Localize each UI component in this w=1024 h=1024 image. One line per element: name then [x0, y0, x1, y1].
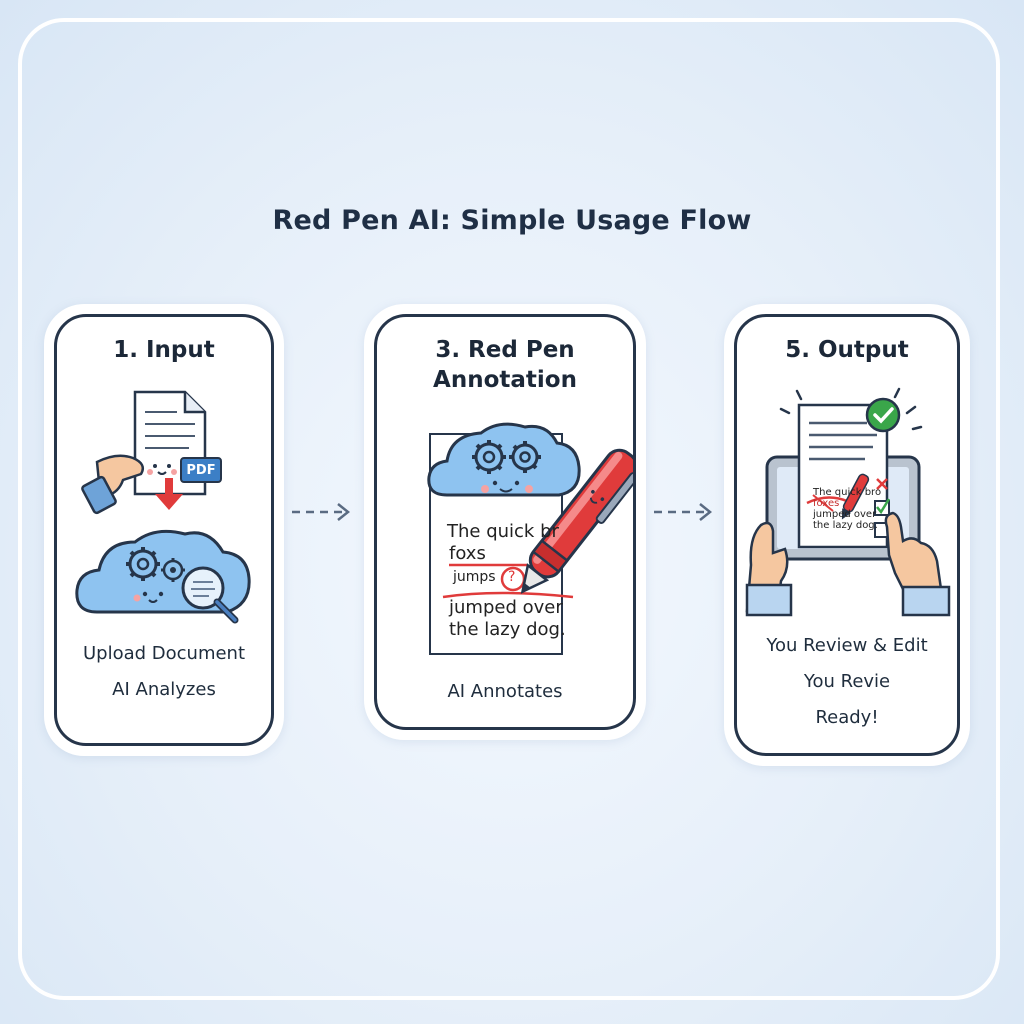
card-annotation-title-line1: 3. Red Pen: [435, 337, 575, 363]
check-circle-icon: [865, 397, 901, 433]
card-input-title: 1. Input: [113, 337, 215, 363]
doc-line-2: foxs: [449, 543, 486, 564]
caption-you-revie: You Revie: [803, 671, 891, 692]
outer-frame: [18, 18, 1000, 1000]
card-annotation-title-line2: Annotation: [433, 367, 577, 393]
card-output-title: 5. Output: [785, 337, 909, 363]
card-output: 5. Output: [734, 314, 960, 756]
gear-icon: [126, 547, 160, 581]
tablet-line-3: jumped over: [813, 509, 877, 520]
doc-line-1: The quick br: [447, 521, 559, 542]
tablet-line-2: foxes: [813, 498, 840, 509]
doc-question-mark: ?: [508, 569, 516, 585]
down-arrow-icon: [155, 478, 183, 510]
cloud-icon: [427, 422, 581, 497]
red-underline: [442, 591, 574, 599]
caption-you-review-edit: You Review & Edit: [766, 635, 928, 656]
flow-arrow-2: [654, 503, 713, 521]
gear-icon: [161, 558, 185, 582]
tablet-line-4: the lazy dog.: [813, 520, 878, 531]
gear-icon: [509, 441, 541, 473]
card-input: 1. Input: [54, 314, 274, 746]
caption-ai-annotates: AI Annotates: [447, 681, 563, 702]
flow-arrow-1: [292, 503, 351, 521]
card-annotation: 3. Red Pen Annotation: [374, 314, 636, 730]
diagram-title: Red Pen AI: Simple Usage Flow: [272, 205, 752, 236]
caption-ready: Ready!: [815, 707, 879, 728]
red-strike-mark: [806, 496, 848, 505]
sparkle-icon: [779, 387, 923, 431]
magnifier-icon: [181, 566, 239, 624]
hand-icon: [884, 511, 951, 617]
caption-upload-document: Upload Document: [82, 643, 246, 664]
caption-ai-analyzes: AI Analyzes: [112, 679, 216, 700]
cloud-icon: [75, 529, 251, 614]
doc-line-3: jumps: [453, 569, 496, 585]
tablet-line-1: The quick bro: [813, 487, 882, 498]
red-pen-icon: [520, 448, 633, 594]
x-mark-icon: [876, 478, 888, 490]
pdf-badge-label: PDF: [186, 463, 216, 478]
upload-illustration: [75, 390, 251, 624]
hand-icon: [81, 454, 144, 515]
review-illustration: [745, 387, 951, 617]
doc-line-4: jumped over: [449, 597, 563, 618]
gear-icon: [472, 440, 506, 474]
doc-line-5: the lazy dog.: [449, 619, 566, 640]
hand-icon: [745, 521, 793, 617]
annotation-illustration: [427, 422, 633, 599]
document-icon: [797, 403, 889, 549]
red-pen-icon: [841, 473, 870, 520]
